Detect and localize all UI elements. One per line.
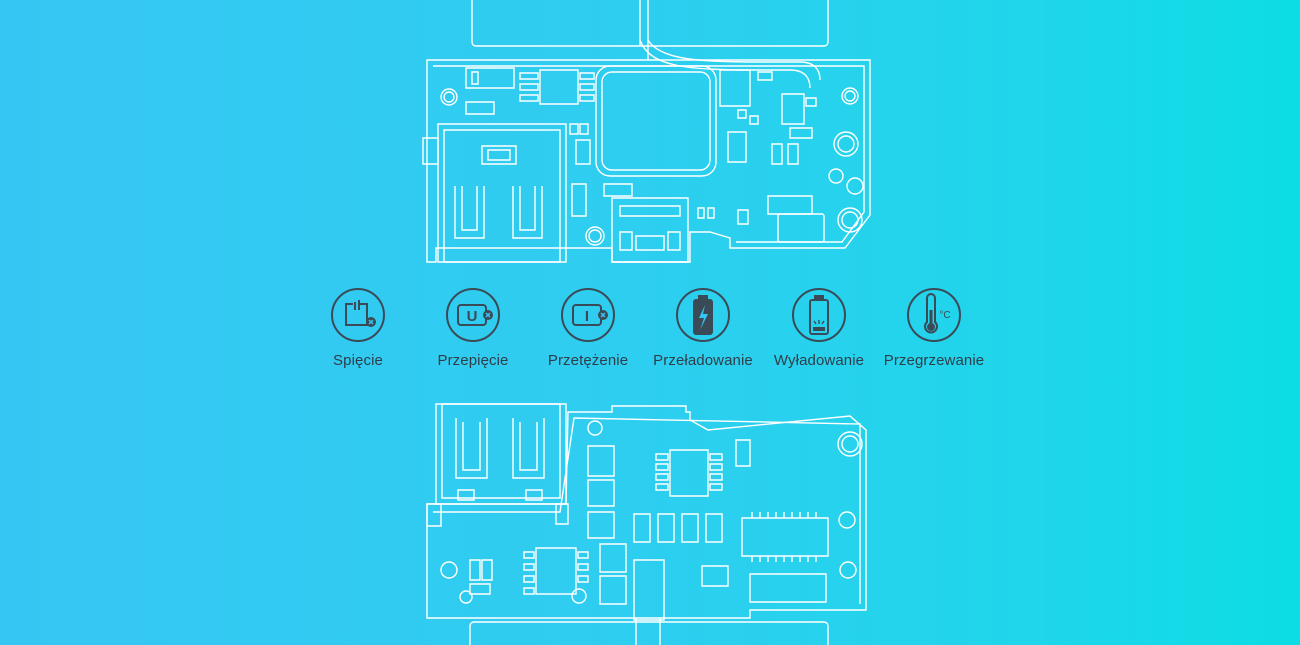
discharge-battery-icon — [792, 288, 846, 342]
feature-label: Wyładowanie — [773, 352, 865, 369]
overvoltage-glyph: U — [467, 308, 478, 325]
feature-label: Przepięcie — [437, 352, 509, 369]
feature-label: Przeładowanie — [653, 352, 753, 369]
feature-overcurrent: I Przetężenie — [533, 288, 643, 369]
feature-label: Spięcie — [333, 352, 383, 369]
pcb-bottom-illustration — [0, 400, 1300, 645]
temperature-unit: °C — [939, 310, 950, 321]
feature-discharge: Wyładowanie — [764, 288, 874, 369]
overvoltage-icon: U — [446, 288, 500, 342]
thermometer-icon: °C — [907, 288, 961, 342]
feature-label: Przetężenie — [547, 352, 629, 369]
protection-features: Spięcie U Przepięcie I Przetężenie — [0, 288, 1300, 378]
feature-short-circuit: Spięcie — [303, 288, 413, 369]
feature-overheating: °C Przegrzewanie — [879, 288, 989, 369]
feature-overcharge: Przeładowanie — [648, 288, 758, 369]
feature-overvoltage: U Przepięcie — [418, 288, 528, 369]
overcurrent-icon: I — [561, 288, 615, 342]
short-circuit-icon — [331, 288, 385, 342]
feature-label: Przegrzewanie — [883, 352, 985, 369]
pcb-top-illustration — [0, 0, 1300, 270]
overcharge-battery-icon — [676, 288, 730, 342]
overcurrent-glyph: I — [585, 308, 589, 325]
